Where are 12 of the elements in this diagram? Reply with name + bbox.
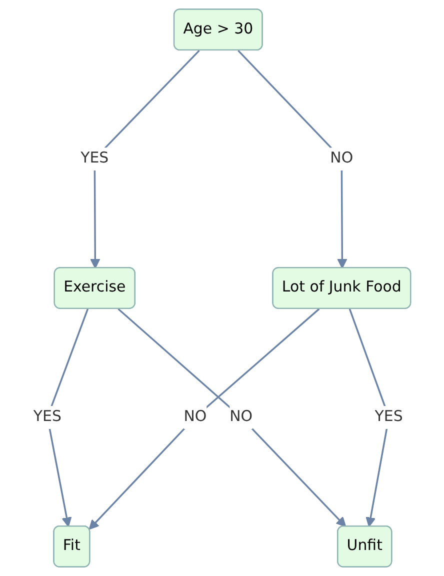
arrow — [238, 50, 348, 269]
edge-label: YES — [374, 408, 403, 426]
edge-label: NO — [330, 150, 354, 168]
arrow — [46, 308, 89, 528]
arrow — [348, 308, 390, 528]
arrow — [88, 308, 320, 530]
edge-label: NO — [184, 408, 207, 426]
edge-label: NO — [230, 408, 253, 426]
edge-label: YES — [80, 150, 109, 168]
arrow — [90, 50, 200, 269]
arrow — [118, 308, 346, 528]
edge-label: YES — [33, 408, 62, 426]
